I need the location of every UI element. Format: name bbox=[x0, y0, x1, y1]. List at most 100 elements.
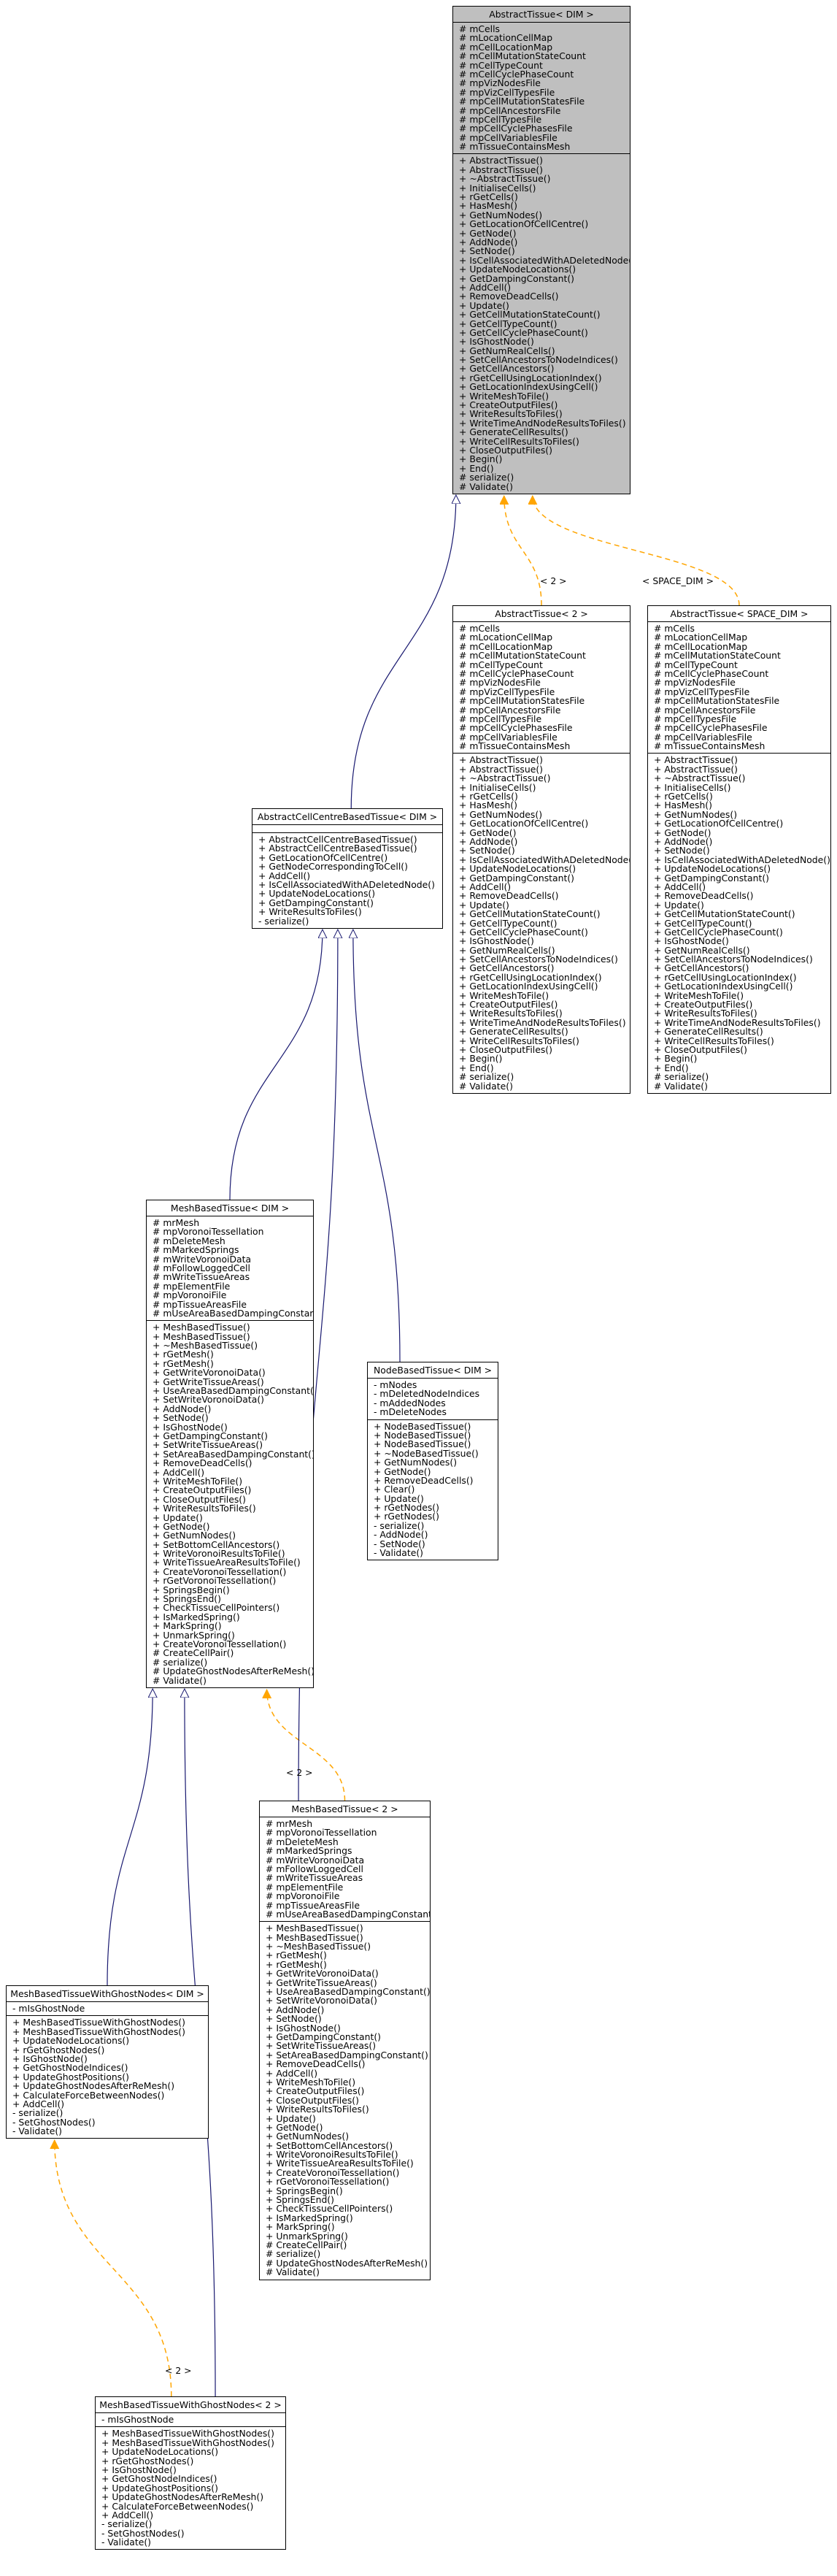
class-box-mbt-2[interactable]: MeshBasedTissue< 2 ># mrMesh# mpVoronoiT… bbox=[259, 1801, 431, 2280]
method-updatenodelocations: + UpdateNodeLocations() bbox=[459, 264, 576, 275]
method-section: + MeshBasedTissueWithGhostNodes()+ MeshB… bbox=[7, 2016, 208, 2138]
method-addnode: - AddNode() bbox=[374, 1529, 428, 1541]
class-box-at-space[interactable]: AbstractTissue< SPACE_DIM ># mCells# mLo… bbox=[647, 605, 831, 1094]
method-begin: + Begin() bbox=[459, 1053, 503, 1065]
attribute-mcells: # mCells bbox=[459, 23, 501, 34]
method-validate: - Validate() bbox=[12, 2125, 63, 2137]
method-getcellancestors: + GetCellAncestors() bbox=[459, 962, 555, 974]
method-abstractcellcentrebasedtissue: + AbstractCellCentreBasedTissue() bbox=[258, 843, 417, 854]
edge-nbt-dim-inherits bbox=[353, 929, 401, 1362]
method-rgetcellusinglocationindex: + rGetCellUsingLocationIndex() bbox=[459, 372, 602, 383]
method-setareabaseddampingconstant: + SetAreaBasedDampingConstant() bbox=[266, 2049, 428, 2061]
class-box-accbt[interactable]: AbstractCellCentreBasedTissue< DIM > + Ab… bbox=[252, 808, 443, 929]
method-writetissuearearesultstofile: + WriteTissueAreaResultsToFile() bbox=[153, 1557, 301, 1568]
attribute-mwritevoronoidata: # mWriteVoronoiData bbox=[153, 1253, 252, 1265]
method-meshbasedtissuewithghostnodes: + MeshBasedTissueWithGhostNodes() bbox=[101, 2437, 274, 2448]
method-serialize: - serialize() bbox=[374, 1519, 425, 1531]
method-meshbasedtissue: + ~MeshBasedTissue() bbox=[153, 1340, 258, 1352]
method-calculateforcebetweennodes: + CalculateForceBetweenNodes() bbox=[12, 2089, 165, 2101]
attribute-mtissuecontainsmesh: # mTissueContainsMesh bbox=[654, 740, 765, 752]
attribute-mdeletenodes: - mDeleteNodes bbox=[374, 1406, 447, 1418]
method-closeoutputfiles: + CloseOutputFiles() bbox=[266, 2094, 359, 2106]
attribute-mptissueareasfile: # mpTissueAreasFile bbox=[153, 1298, 247, 1310]
method-meshbasedtissue: + MeshBasedTissue() bbox=[266, 1923, 363, 1934]
method-section: + AbstractTissue()+ AbstractTissue()+ ~A… bbox=[453, 154, 630, 493]
method-writetimeandnoderesultstofiles: + WriteTimeAndNodeResultsToFiles() bbox=[459, 417, 626, 429]
method-addcell: + AddCell() bbox=[459, 881, 512, 892]
attribute-misghostnode: - mIsGhostNode bbox=[101, 2414, 174, 2425]
attribute-mpcellancestorsfile: # mpCellAncestorsFile bbox=[654, 704, 756, 716]
class-name: AbstractCellCentreBasedTissue< DIM > bbox=[252, 809, 442, 825]
method-getnumnodes: + GetNumNodes() bbox=[459, 808, 543, 820]
method-writecellresultstofiles: + WriteCellResultsToFiles() bbox=[459, 435, 579, 447]
method-getnode: + GetNode() bbox=[266, 2121, 323, 2133]
method-addnode: + AddNode() bbox=[459, 835, 518, 847]
attribute-section: # mCells# mLocationCellMap# mCellLocatio… bbox=[453, 622, 630, 754]
method-isghostnode: + IsGhostNode() bbox=[459, 336, 534, 348]
method-rgetvoronoitessellation: + rGetVoronoiTessellation() bbox=[153, 1575, 277, 1587]
method-abstractcellcentrebasedtissue: + AbstractCellCentreBasedTissue() bbox=[258, 834, 417, 845]
method-getcellmutationstatecount: + GetCellMutationStateCount() bbox=[459, 908, 601, 920]
attribute-mpvoronoifile: # mpVoronoiFile bbox=[266, 1890, 340, 1902]
class-name: AbstractTissue< DIM > bbox=[453, 7, 630, 23]
method-getghostnodeindices: + GetGhostNodeIndices() bbox=[101, 2473, 217, 2485]
attribute-mcelllocationmap: # mCellLocationMap bbox=[459, 640, 553, 652]
attribute-mpvizcelltypesfile: # mpVizCellTypesFile bbox=[654, 686, 750, 697]
class-box-nbt-dim[interactable]: NodeBasedTissue< DIM >- mNodes- mDeleted… bbox=[367, 1362, 498, 1561]
method-addcell: + AddCell() bbox=[258, 870, 311, 881]
method-isghostnode: + IsGhostNode() bbox=[459, 935, 534, 947]
method-iscellassociatedwithadeletednode: + IsCellAssociatedWithADeletedNode() bbox=[258, 878, 435, 890]
attribute-mmarkedsprings: # mMarkedSprings bbox=[153, 1244, 239, 1256]
attribute-mrmesh: # mrMesh bbox=[266, 1818, 313, 1829]
method-addcell: + AddCell() bbox=[153, 1466, 205, 1478]
method-initialisecells: + InitialiseCells() bbox=[654, 781, 731, 793]
method-section: + AbstractTissue()+ AbstractTissue()+ ~A… bbox=[453, 754, 630, 1092]
class-box-at-2[interactable]: AbstractTissue< 2 ># mCells# mLocationCe… bbox=[452, 605, 630, 1094]
method-getlocationindexusingcell: + GetLocationIndexUsingCell() bbox=[654, 981, 793, 992]
method-rgetghostnodes: + rGetGhostNodes() bbox=[12, 2044, 105, 2055]
class-box-mbtwgn-dim[interactable]: MeshBasedTissueWithGhostNodes< DIM >- mI… bbox=[6, 1985, 209, 2139]
method-setbottomcellancestors: + SetBottomCellAncestors() bbox=[266, 2139, 393, 2151]
method-abstracttissue: + ~AbstractTissue() bbox=[459, 773, 551, 784]
method-abstracttissue: + AbstractTissue() bbox=[459, 754, 544, 766]
attribute-mpelementfile: # mpElementFile bbox=[153, 1280, 231, 1292]
method-getlocationindexusingcell: + GetLocationIndexUsingCell() bbox=[459, 381, 598, 393]
class-box-at-dim[interactable]: AbstractTissue< DIM ># mCells# mLocation… bbox=[452, 6, 630, 494]
attribute-mpcellvariablesfile: # mpCellVariablesFile bbox=[459, 731, 558, 743]
attribute-section: # mCells# mLocationCellMap# mCellLocatio… bbox=[648, 622, 830, 754]
attribute-mcellcyclephasecount: # mCellCyclePhaseCount bbox=[654, 667, 769, 679]
attribute-mpcellmutationstatesfile: # mpCellMutationStatesFile bbox=[459, 695, 585, 707]
method-getnode: + GetNode() bbox=[654, 827, 711, 838]
method-updatenodelocations: + UpdateNodeLocations() bbox=[258, 888, 376, 900]
method-unmarkspring: + UnmarkSpring() bbox=[153, 1629, 235, 1641]
method-getwritetissueareas: + GetWriteTissueAreas() bbox=[153, 1376, 264, 1387]
method-writevoronoiresultstofile: + WriteVoronoiResultsToFile() bbox=[153, 1548, 285, 1560]
method-rgetghostnodes: + rGetGhostNodes() bbox=[101, 2455, 194, 2466]
edge-at-space-template bbox=[533, 496, 740, 606]
method-rgetcellusinglocationindex: + rGetCellUsingLocationIndex() bbox=[654, 971, 797, 983]
method-rgetcells: + rGetCells() bbox=[459, 791, 518, 802]
method-writemeshtofile: + WriteMeshToFile() bbox=[266, 2076, 356, 2088]
method-getdampingconstant: + GetDampingConstant() bbox=[459, 872, 575, 883]
method-rgetmesh: + rGetMesh() bbox=[266, 1950, 327, 1961]
attribute-mtissuecontainsmesh: # mTissueContainsMesh bbox=[459, 141, 571, 153]
attribute-section: - mIsGhostNode bbox=[7, 2002, 208, 2017]
attribute-mpcellvariablesfile: # mpCellVariablesFile bbox=[459, 131, 558, 143]
method-nodebasedtissue: + NodeBasedTissue() bbox=[374, 1429, 471, 1441]
method-setcellancestorstonodeindices: + SetCellAncestorsToNodeIndices() bbox=[459, 354, 618, 366]
method-isghostnode: + IsGhostNode() bbox=[12, 2052, 88, 2064]
method-getnumrealcells: + GetNumRealCells() bbox=[459, 944, 555, 956]
method-closeoutputfiles: + CloseOutputFiles() bbox=[654, 1043, 747, 1055]
method-getlocationofcellcentre: + GetLocationOfCellCentre() bbox=[459, 818, 589, 829]
method-getnumrealcells: + GetNumRealCells() bbox=[459, 345, 555, 356]
method-rgetmesh: + rGetMesh() bbox=[266, 1958, 327, 1970]
method-getwritevoronoidata: + GetWriteVoronoiData() bbox=[266, 1968, 379, 1979]
method-rgetnodes: + rGetNodes() bbox=[374, 1502, 439, 1514]
method-removedeadcells: + RemoveDeadCells() bbox=[374, 1474, 474, 1486]
class-box-mbt-dim[interactable]: MeshBasedTissue< DIM ># mrMesh# mpVorono… bbox=[146, 1200, 314, 1688]
method-setareabaseddampingconstant: + SetAreaBasedDampingConstant() bbox=[153, 1448, 314, 1460]
method-setnode: + SetNode() bbox=[459, 845, 515, 856]
method-meshbasedtissue: + ~MeshBasedTissue() bbox=[266, 1941, 371, 1952]
method-createvoronoitessellation: + CreateVoronoiTessellation() bbox=[153, 1638, 287, 1649]
class-box-mbtwgn-2[interactable]: MeshBasedTissueWithGhostNodes< 2 >- mIsG… bbox=[95, 2396, 286, 2550]
